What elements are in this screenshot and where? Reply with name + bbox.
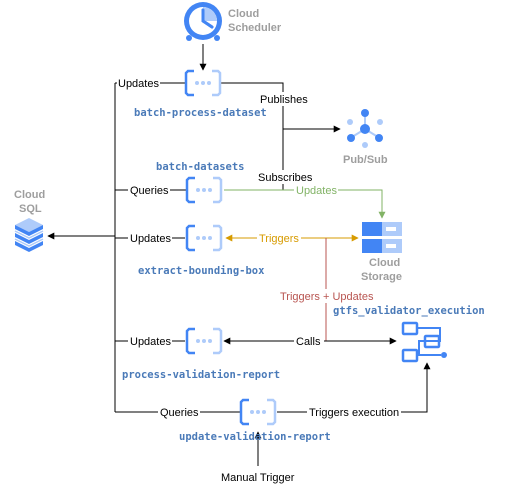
clock-icon bbox=[184, 2, 222, 41]
process-validation-report-node: process-validation-report bbox=[122, 327, 280, 381]
storage-icon bbox=[362, 222, 402, 253]
gtfs-validator-execution-label: gtfs_validator_execution bbox=[333, 305, 485, 317]
cloud-function-icon bbox=[185, 176, 223, 204]
pubsub-icon bbox=[347, 109, 383, 148]
edge-updates-storage bbox=[224, 189, 386, 219]
cloud-scheduler-node: Cloud Scheduler bbox=[184, 2, 282, 41]
cloud-sql-label-1: Cloud bbox=[14, 189, 45, 201]
label-queries-2: Queries bbox=[160, 407, 199, 419]
cloud-scheduler-label-1: Cloud bbox=[228, 8, 259, 20]
process-validation-report-label: process-validation-report bbox=[122, 369, 280, 381]
edge-triggers-execution bbox=[277, 362, 431, 413]
label-updates-3: Updates bbox=[130, 336, 171, 348]
batch-datasets-label: batch-datasets bbox=[156, 161, 245, 173]
cloud-storage-label-1: Cloud bbox=[369, 257, 400, 269]
manual-trigger-label: Manual Trigger bbox=[221, 472, 295, 484]
database-icon bbox=[14, 218, 44, 252]
batch-process-dataset-node: batch-process-dataset bbox=[134, 69, 267, 119]
cloud-function-icon bbox=[185, 327, 223, 355]
label-calls: Calls bbox=[296, 336, 321, 348]
pubsub-label: Pub/Sub bbox=[343, 154, 388, 166]
label-triggers: Triggers bbox=[259, 233, 299, 245]
cloud-sql-label-2: SQL bbox=[19, 203, 42, 215]
label-subscribes: Subscribes bbox=[258, 172, 313, 184]
cloud-function-icon bbox=[185, 224, 223, 252]
update-validation-report-label: update-validation-report bbox=[179, 431, 331, 443]
cloud-scheduler-label-2: Scheduler bbox=[228, 22, 282, 34]
batch-process-dataset-label: batch-process-dataset bbox=[134, 107, 267, 119]
cloud-function-icon bbox=[184, 69, 222, 97]
batch-datasets-node: batch-datasets bbox=[156, 161, 245, 204]
cloud-sql-node: Cloud SQL bbox=[14, 189, 45, 252]
label-triggers-updates: Triggers + Updates bbox=[280, 291, 374, 303]
pubsub-node: Pub/Sub bbox=[343, 109, 388, 166]
manual-trigger-node: Manual Trigger bbox=[221, 472, 295, 484]
update-validation-report-node: update-validation-report bbox=[179, 398, 331, 443]
cloud-function-icon bbox=[239, 398, 277, 426]
label-queries-1: Queries bbox=[130, 185, 169, 197]
label-triggers-execution: Triggers execution bbox=[309, 407, 399, 419]
gtfs-validator-execution-node: gtfs_validator_execution bbox=[333, 305, 485, 363]
edge-labels: Updates Publishes Subscribes Queries Upd… bbox=[117, 76, 401, 419]
workflow-icon bbox=[401, 321, 447, 363]
cloud-storage-node: Cloud Storage bbox=[361, 222, 402, 283]
extract-bounding-box-label: extract-bounding-box bbox=[138, 265, 265, 277]
label-updates-1: Updates bbox=[118, 78, 159, 90]
cloud-storage-label-2: Storage bbox=[361, 271, 402, 283]
label-updates-storage: Updates bbox=[296, 185, 337, 197]
label-updates-2: Updates bbox=[130, 233, 171, 245]
extract-bounding-box-node: extract-bounding-box bbox=[138, 224, 265, 277]
label-publishes: Publishes bbox=[260, 94, 308, 106]
